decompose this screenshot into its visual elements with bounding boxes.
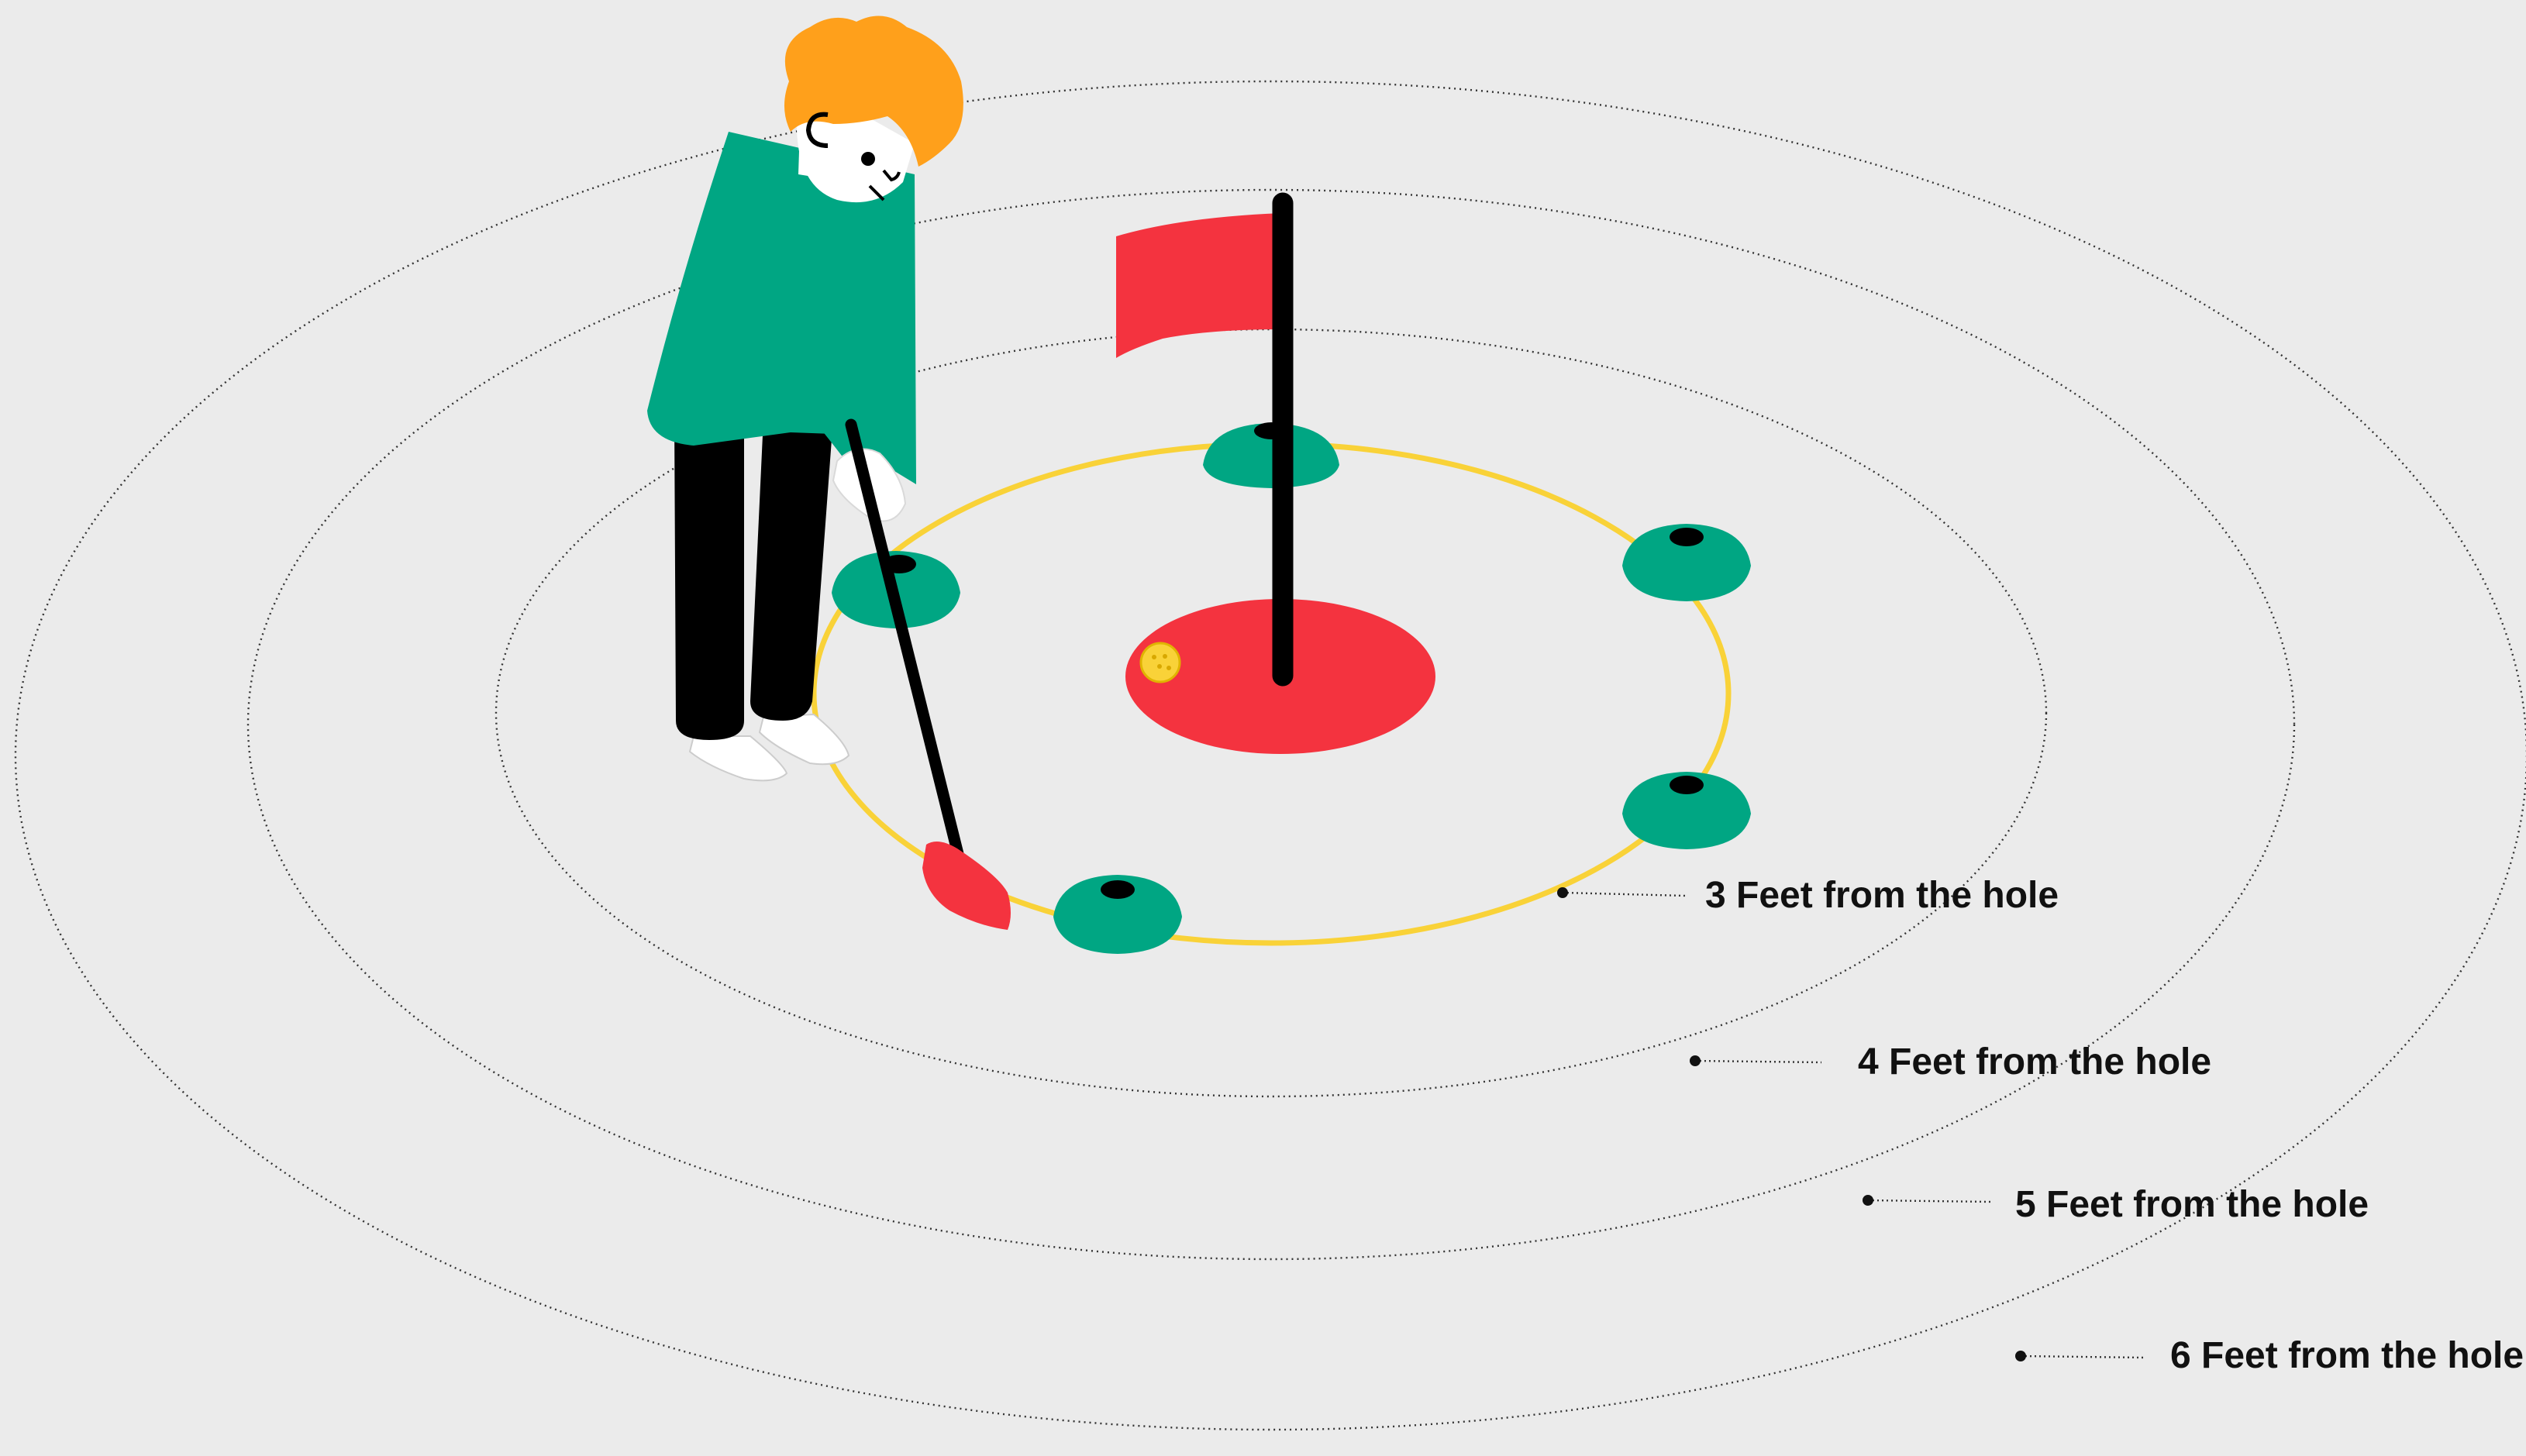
label-3-feet: 3 Feet from the hole [1705,875,2059,916]
cone-icon [1622,772,1751,849]
label-6-feet: 6 Feet from the hole [2170,1335,2524,1376]
label-5-feet: 5 Feet from the hole [2015,1184,2369,1225]
label-4-feet: 4 Feet from the hole [1858,1041,2211,1083]
golf-ball-icon [1141,643,1180,682]
cone-icon [1053,875,1182,954]
cone-icon [1622,524,1751,601]
